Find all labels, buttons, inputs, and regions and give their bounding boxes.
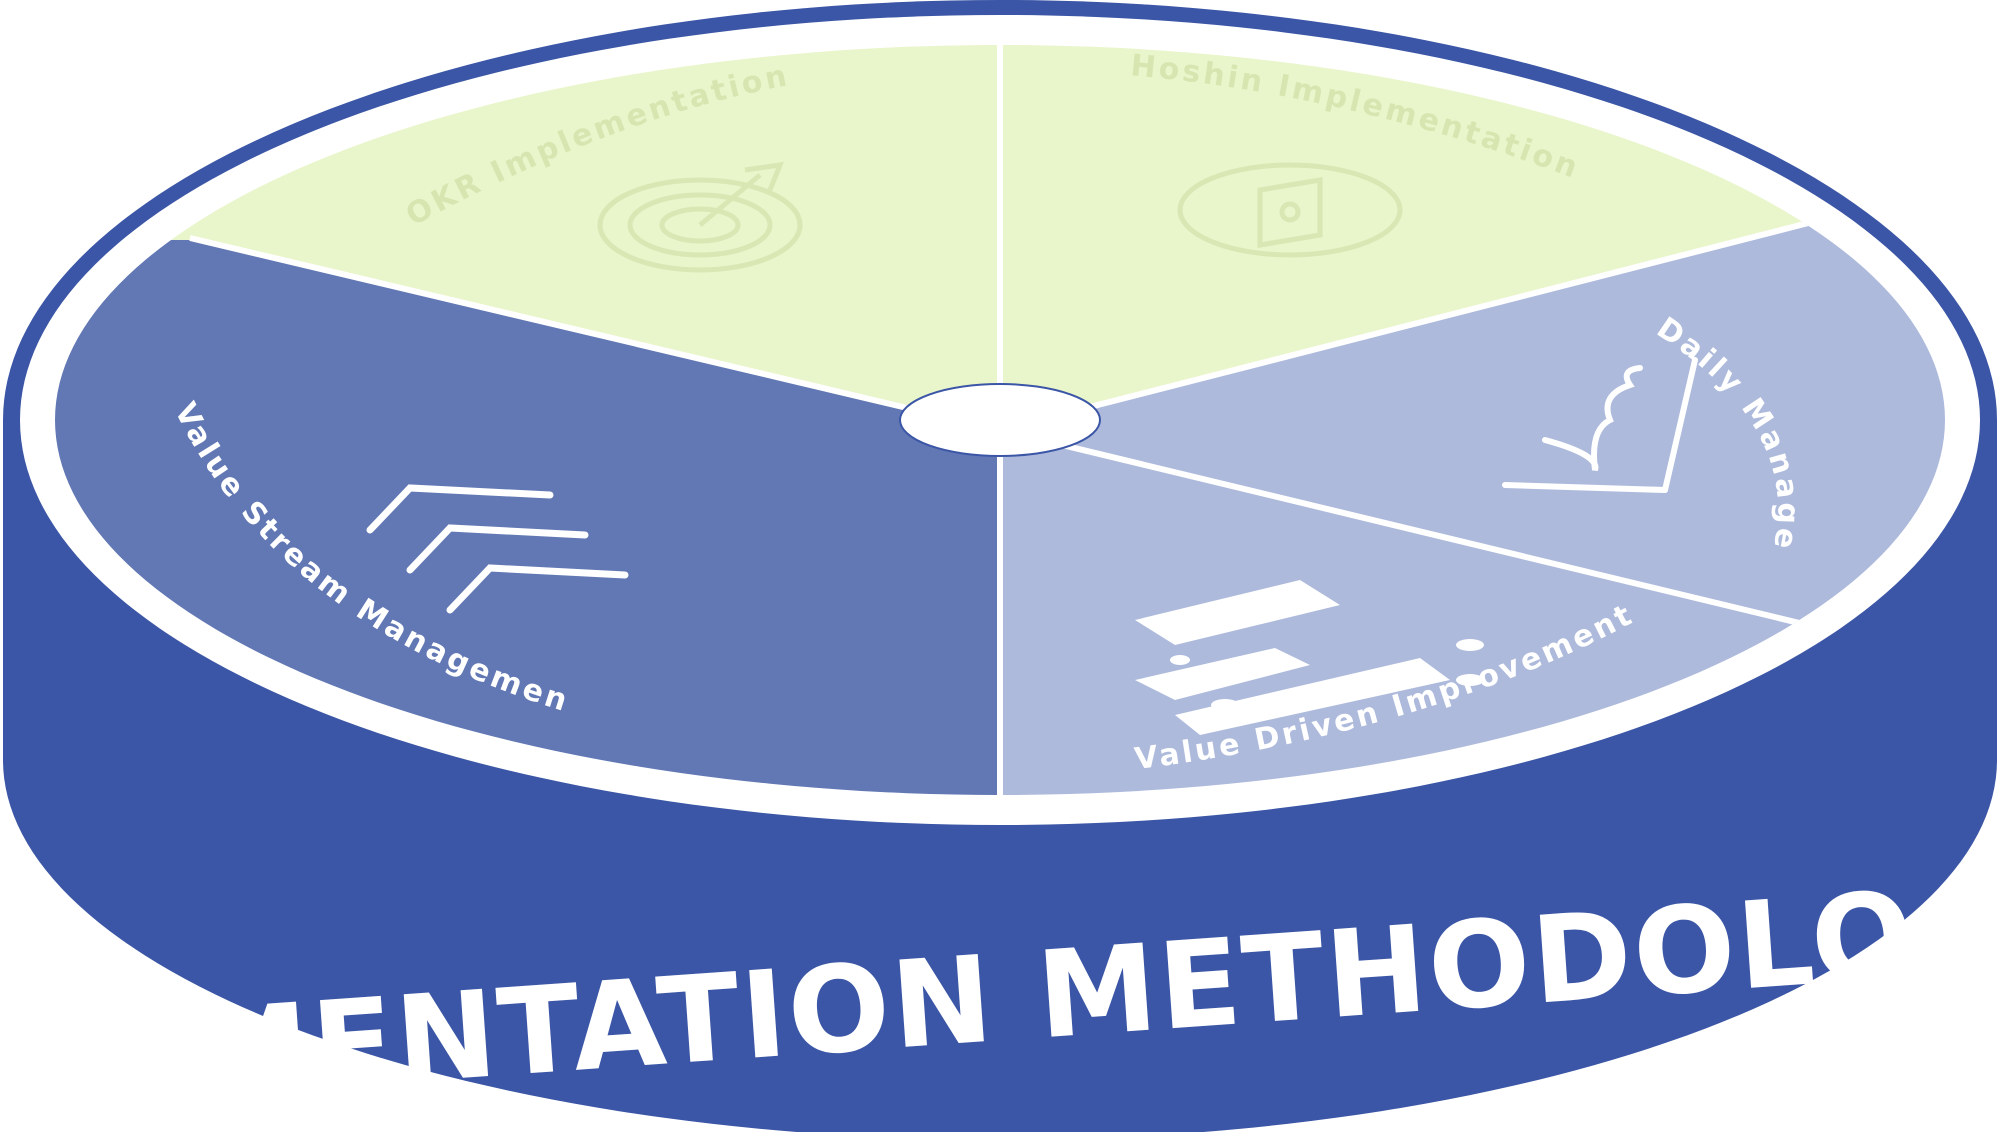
- segment-daily-management[interactable]: [1000, 220, 2000, 625]
- segment-dividers: [189, 45, 1821, 795]
- chevron-stack-icon: [366, 484, 629, 614]
- line-chart-icon: [1502, 357, 1698, 493]
- center-hub: [899, 383, 1101, 457]
- segment-value-stream[interactable]: [0, 240, 1000, 1132]
- compass-icon: [1177, 162, 1403, 258]
- gantt-chart-icon: [1135, 580, 1484, 735]
- target-dart-icon: [597, 161, 803, 273]
